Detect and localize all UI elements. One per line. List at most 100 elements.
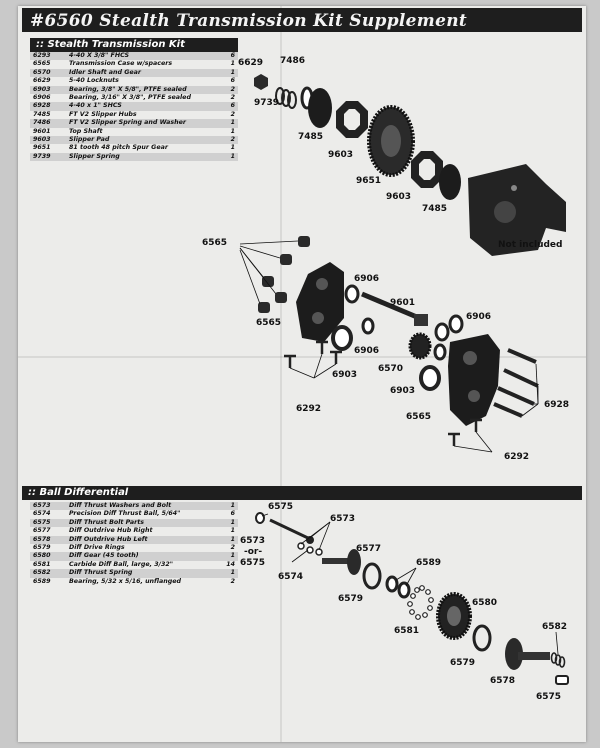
part-label-6570: 6570 [378,364,404,374]
motor-plate-part [468,164,566,256]
case-spacer-part [298,236,310,247]
part-description-cell: 4-40 X 3/8" FHCS [66,52,216,61]
part-number-cell: 6629 [33,77,51,85]
part-quantity-cell: 1 [216,68,238,78]
part-label-6579: 6579 [450,658,476,668]
page-title: #6560 Stealth Transmission Kit Supplemen… [30,11,468,31]
part-label-6580: 6580 [472,598,498,608]
part-label-6903: 6903 [390,386,416,396]
or-label: -or- [244,547,263,557]
part-description-cell: 81 tooth 48 pitch Spur Gear [69,144,168,152]
part-description-cell: Slipper Pad [66,136,216,145]
part-label-9739: 9739 [254,98,280,108]
part-number-cell: 7485 [33,110,51,118]
part-description-cell: Diff Outdrive Hub Left [66,535,216,545]
thrust-bolt-nut-part [555,675,569,685]
part-description-cell: Carbide Diff Ball, large, 3/32" [69,560,173,568]
part-description-cell: 4-40 x 1" SHCS [66,102,216,111]
part-quantity-cell: 14 [226,560,235,568]
case-spacer-part [275,292,287,303]
slipper-spring-part [275,87,297,109]
part-quantity-cell: 2 [230,577,235,585]
part-quantity-cell: 6 [216,102,238,111]
bearing-part [331,325,353,351]
part-description-cell: Bearing, 5/32 x 5/16, unflanged [69,577,182,585]
drive-ring-part [362,562,382,590]
part-quantity-cell: 6 [230,510,235,518]
part-number-cell: 9651 [33,144,51,152]
part-number-cell: 6928 [30,102,66,111]
title-bar: #6560 Stealth Transmission Kit Supplemen… [22,8,582,32]
part-description-cell: Diff Thrust Washers and Bolt [66,502,216,511]
part-number-cell: 6580 [30,552,66,561]
part-quantity-cell: 1 [216,502,238,511]
part-quantity-cell: 1 [216,518,238,528]
outdrive-hub-left-part [505,638,523,670]
top-shaft-part [361,291,425,323]
not-included-note: Not included [498,240,563,250]
part-description-cell: Diff Drive Rings [69,544,125,552]
differential-section-title: :: Ball Differential [28,487,129,498]
case-spacer-part [258,302,270,313]
thrust-ball-part [297,542,305,550]
part-number-cell: 6582 [30,569,66,578]
drive-ring-part [472,624,492,652]
part-description-cell: FT V2 Slipper Hubs [69,110,137,118]
part-label-6575: 6575 [240,558,266,568]
bearing-part [361,317,375,335]
part-label-7486: 7486 [280,56,306,66]
leader-lines-differential [261,513,559,655]
idler-gear-part [408,332,432,360]
part-number-cell: 6579 [33,544,51,552]
part-description-cell: Diff Gear (45 tooth) [66,552,216,561]
part-label-7485: 7485 [422,204,448,214]
shcs-screw-part [503,368,539,388]
leader-lines-transmission [239,240,539,453]
part-number-cell: 6293 [30,52,66,61]
part-label-6577: 6577 [356,544,382,554]
part-label-6575: 6575 [268,502,294,512]
part-label-6589: 6589 [416,558,442,568]
carbide-ball-ring [407,585,434,620]
bearing-part [419,365,441,391]
part-label-6565: 6565 [406,412,432,422]
part-description-cell: Precision Diff Thrust Ball, 5/64" [69,510,181,518]
part-quantity-cell: 6 [230,77,235,85]
part-quantity-cell: 2 [216,136,238,145]
transmission-case-half [296,262,344,342]
shcs-screw-part [497,386,535,406]
shcs-screw-part [507,348,537,364]
part-number-cell: 9601 [33,127,51,135]
part-number-cell: 6581 [33,560,51,568]
part-number-cell: 6574 [33,510,51,518]
part-label-7485: 7485 [298,132,324,142]
locknut-part [254,74,268,90]
part-description-cell: Diff Outdrive Hub Right [69,527,153,535]
differential-assembly [255,512,569,685]
transmission-case-half [448,334,500,426]
exploded-diagram [239,74,569,685]
case-spacer-part [280,254,292,265]
part-label-6574: 6574 [278,572,304,582]
part-description-cell: Diff Thrust Spring [66,569,216,578]
part-quantity-cell: 1 [216,552,238,561]
part-description-cell: Idler Shaft and Gear [66,68,216,78]
part-quantity-cell: 2 [230,544,235,552]
part-description-cell: FT V2 Slipper Spring and Washer [66,119,216,128]
bearing-part [448,314,464,334]
part-number-cell: 6577 [33,527,51,535]
